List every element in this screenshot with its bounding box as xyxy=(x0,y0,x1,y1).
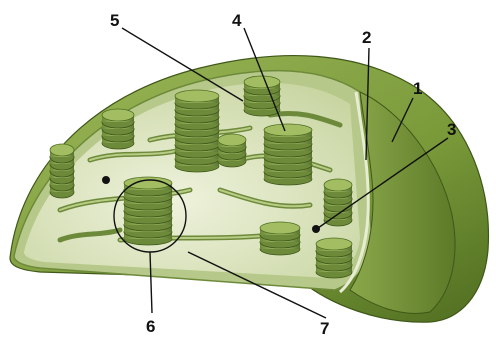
thylakoid-disc-top xyxy=(102,109,134,121)
dna-dot-2 xyxy=(312,225,320,233)
granum-lower-right xyxy=(316,238,352,278)
label-4: 4 xyxy=(232,11,242,30)
granum-highlighted xyxy=(124,177,172,245)
granum-edge xyxy=(324,179,352,226)
label-5: 5 xyxy=(110,11,119,30)
thylakoid-disc-top xyxy=(218,134,246,146)
granum-far-left xyxy=(50,144,74,198)
granum-tall xyxy=(175,90,219,172)
thylakoid-disc-top xyxy=(260,222,300,234)
thylakoid-disc-top xyxy=(264,124,312,136)
label-7: 7 xyxy=(320,319,329,338)
thylakoid-disc-top xyxy=(175,90,219,102)
thylakoid-disc-top xyxy=(244,76,280,88)
label-2: 2 xyxy=(362,28,371,47)
thylakoid-disc-top xyxy=(50,144,74,156)
thylakoid-disc-top xyxy=(316,238,352,250)
granum-left-back xyxy=(102,109,134,149)
granum-lower xyxy=(260,222,300,255)
label-1: 1 xyxy=(413,79,422,98)
dna-dot xyxy=(102,176,110,184)
granum-small xyxy=(218,134,246,167)
thylakoid-disc-top xyxy=(324,179,352,191)
granum-back xyxy=(244,76,280,116)
label-3: 3 xyxy=(447,120,456,139)
granum-right xyxy=(264,124,312,185)
label-6: 6 xyxy=(146,317,155,336)
